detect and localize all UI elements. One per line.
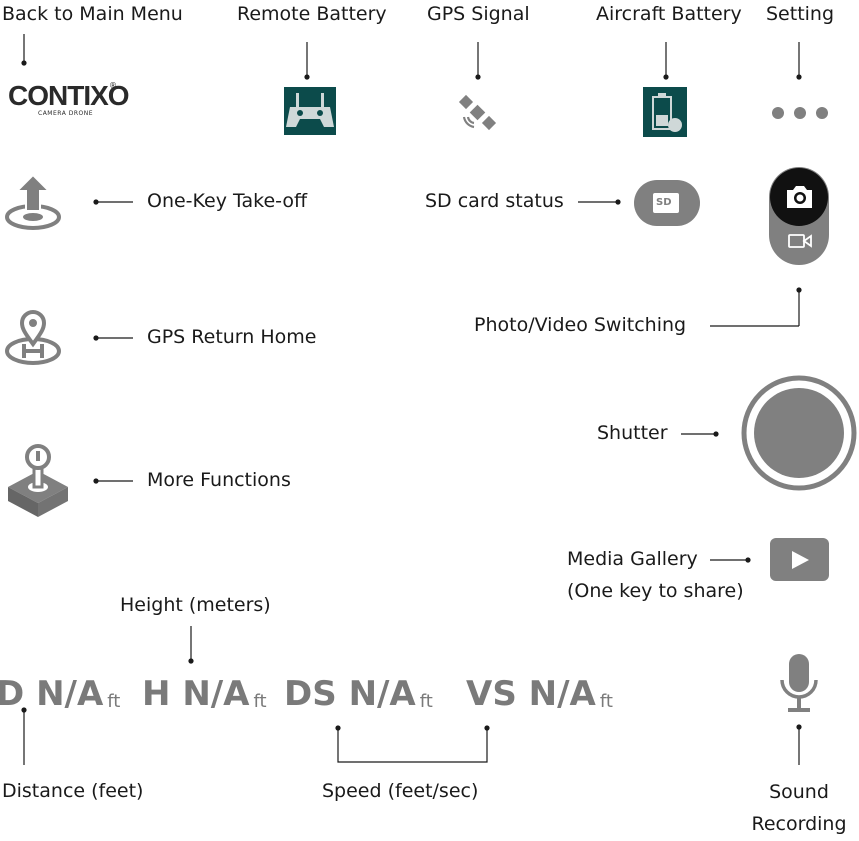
height-prefix: H [142, 674, 171, 714]
media-gallery-button[interactable] [770, 538, 829, 581]
remote-battery-icon[interactable] [284, 87, 336, 135]
hspeed-prefix: DS [284, 674, 337, 714]
video-camera-icon [788, 234, 812, 248]
recording-label: Recording [751, 813, 847, 835]
remote-battery-label: Remote Battery [237, 3, 387, 25]
media-gallery-label: Media Gallery [567, 548, 698, 570]
gps-return-home-icon[interactable] [4, 310, 62, 366]
distance-value: N/A [36, 674, 104, 714]
photo-video-switch[interactable] [769, 167, 829, 265]
speed-feet-sec-label: Speed (feet/sec) [322, 780, 479, 802]
sound-label: Sound [769, 781, 829, 803]
hspeed-unit: ft [419, 691, 433, 712]
media-gallery-sublabel: (One key to share) [567, 580, 744, 602]
logo-subtitle: CAMERA DRONE [38, 110, 93, 117]
aircraft-battery-icon[interactable] [643, 87, 687, 137]
logo-text: CONTIXO [8, 80, 130, 111]
shutter-button[interactable] [741, 375, 857, 491]
one-key-takeoff-icon[interactable] [4, 173, 62, 231]
logo-registered-mark: ® [109, 81, 117, 90]
sd-card-icon: SD [653, 193, 679, 213]
distance-prefix: D [0, 674, 25, 714]
camera-icon [787, 186, 812, 208]
photo-video-switching-label: Photo/Video Switching [474, 314, 687, 336]
sd-card-status-indicator[interactable]: SD [634, 180, 700, 226]
height-meters-label: Height (meters) [120, 594, 271, 616]
aircraft-battery-label: Aircraft Battery [596, 3, 742, 25]
vspeed-prefix: VS [466, 674, 517, 714]
sound-recording-microphone-icon[interactable] [779, 652, 819, 716]
gps-return-home-label: GPS Return Home [147, 326, 317, 348]
shutter-label: Shutter [597, 422, 668, 444]
sd-badge-text: SD [656, 197, 672, 208]
vspeed-value: N/A [528, 674, 596, 714]
gps-signal-label: GPS Signal [427, 3, 530, 25]
distance-feet-label: Distance (feet) [2, 780, 144, 802]
play-icon [792, 551, 809, 569]
more-functions-joystick-icon[interactable] [8, 443, 68, 517]
distance-unit: ft [107, 691, 121, 712]
settings-more-icon[interactable] [771, 105, 829, 119]
setting-label: Setting [766, 3, 835, 25]
hspeed-value: N/A [348, 674, 416, 714]
back-to-main-menu-label: Back to Main Menu [2, 3, 183, 25]
sd-card-status-label: SD card status [425, 190, 564, 212]
gps-satellite-icon[interactable] [458, 93, 498, 133]
vspeed-unit: ft [599, 691, 613, 712]
one-key-takeoff-label: One-Key Take-off [147, 190, 308, 212]
height-unit: ft [253, 691, 267, 712]
height-value: N/A [182, 674, 250, 714]
more-functions-label: More Functions [147, 469, 291, 491]
contixo-logo[interactable]: CONTIXO ® CAMERA DRONE [8, 81, 130, 122]
photo-mode-button[interactable] [770, 168, 828, 226]
